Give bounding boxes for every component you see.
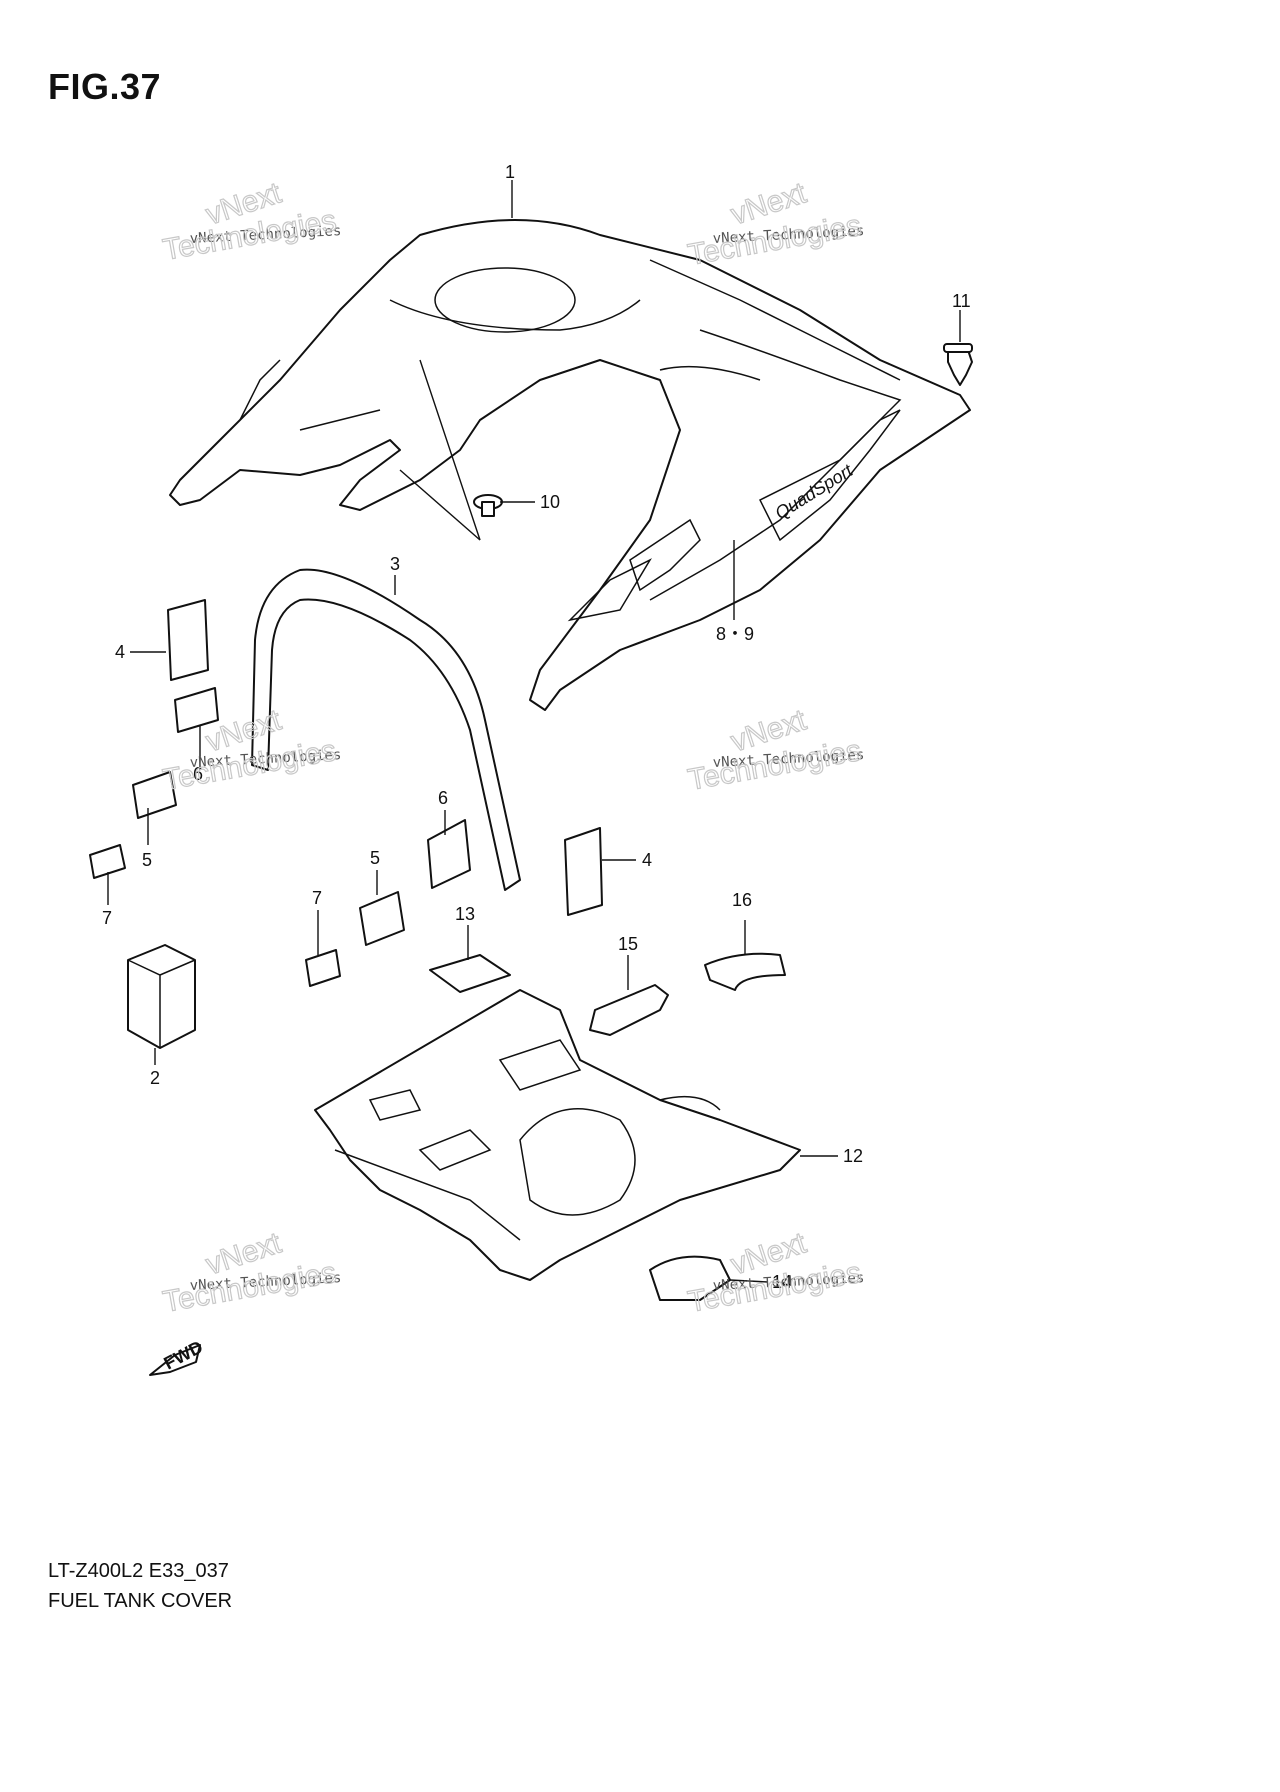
callout-1: 1	[505, 162, 515, 182]
callout-labels: 1 11 10 3 4 6 5 7 2 6 5 7 4 13 15 16 12 …	[102, 162, 971, 1292]
watermark-middle-right: vNext Technologies Technologies vNext	[685, 703, 865, 798]
callout-8-9: 8・9	[716, 624, 754, 644]
callout-4-left: 4	[115, 642, 125, 662]
callout-10: 10	[540, 492, 560, 512]
part-16-cushion[interactable]	[704, 952, 786, 991]
part-15-bracket[interactable]	[589, 984, 669, 1036]
leader-lines	[107, 180, 961, 1283]
part-6-center-pad[interactable]	[427, 819, 471, 889]
fwd-arrow-icon: FWD	[149, 1337, 206, 1376]
model-code: LT-Z400L2 E33_037	[48, 1560, 229, 1582]
figure-title: FIG.37	[48, 66, 162, 107]
part-5-center-pad[interactable]	[359, 891, 405, 946]
part-3-arch-cushion[interactable]	[251, 568, 521, 891]
part-1-fuel-tank-cover[interactable]	[169, 219, 971, 711]
part-7-center-pad[interactable]	[305, 949, 341, 987]
part-4-left-pad[interactable]	[167, 599, 209, 681]
callout-12: 12	[843, 1146, 863, 1166]
part-10-bolt[interactable]	[473, 494, 503, 517]
part-2-box[interactable]	[127, 944, 196, 1049]
part-13-sheet[interactable]	[429, 954, 511, 993]
part-6-left-pad[interactable]	[174, 687, 219, 733]
watermark-top-right: vNext Technologies Technologies vNext	[685, 176, 865, 273]
figure-caption: FUEL TANK COVER	[48, 1590, 233, 1612]
fwd-label: FWD	[160, 1337, 206, 1374]
callout-5-center: 5	[370, 848, 380, 868]
callout-7-left: 7	[102, 908, 112, 928]
svg-text:vNext Technologies: vNext Technologies	[712, 223, 864, 247]
part-11-clip[interactable]	[943, 343, 973, 386]
part-5-left-pad[interactable]	[132, 771, 177, 819]
callout-6-center: 6	[438, 788, 448, 808]
part-14-holder[interactable]	[649, 1255, 731, 1301]
callout-4-center: 4	[642, 850, 652, 870]
callout-2: 2	[150, 1068, 160, 1088]
part-7-left-pad[interactable]	[89, 844, 126, 879]
callout-7-center: 7	[312, 888, 322, 908]
callout-5-left: 5	[142, 850, 152, 870]
svg-text:vNext Technologies: vNext Technologies	[712, 1270, 864, 1294]
callout-3: 3	[390, 554, 400, 574]
part-12-under-tray[interactable]	[314, 989, 801, 1281]
svg-text:vNext Technologies: vNext Technologies	[189, 223, 341, 247]
svg-text:vNext Technologies: vNext Technologies	[189, 1270, 341, 1294]
watermark-bottom-left: vNext Technologies Technologies vNext	[160, 1226, 342, 1320]
watermark-top-left: vNext Technologies Technologies vNext	[160, 176, 342, 268]
callout-15: 15	[618, 934, 638, 954]
svg-text:vNext Technologies: vNext Technologies	[189, 747, 341, 771]
part-4-center-pad[interactable]	[564, 827, 603, 916]
svg-text:vNext Technologies: vNext Technologies	[712, 747, 864, 771]
callout-6-left: 6	[193, 764, 203, 784]
callout-13: 13	[455, 904, 475, 924]
callout-16: 16	[732, 890, 752, 910]
callout-14: 14	[772, 1272, 792, 1292]
callout-11: 11	[952, 291, 971, 311]
